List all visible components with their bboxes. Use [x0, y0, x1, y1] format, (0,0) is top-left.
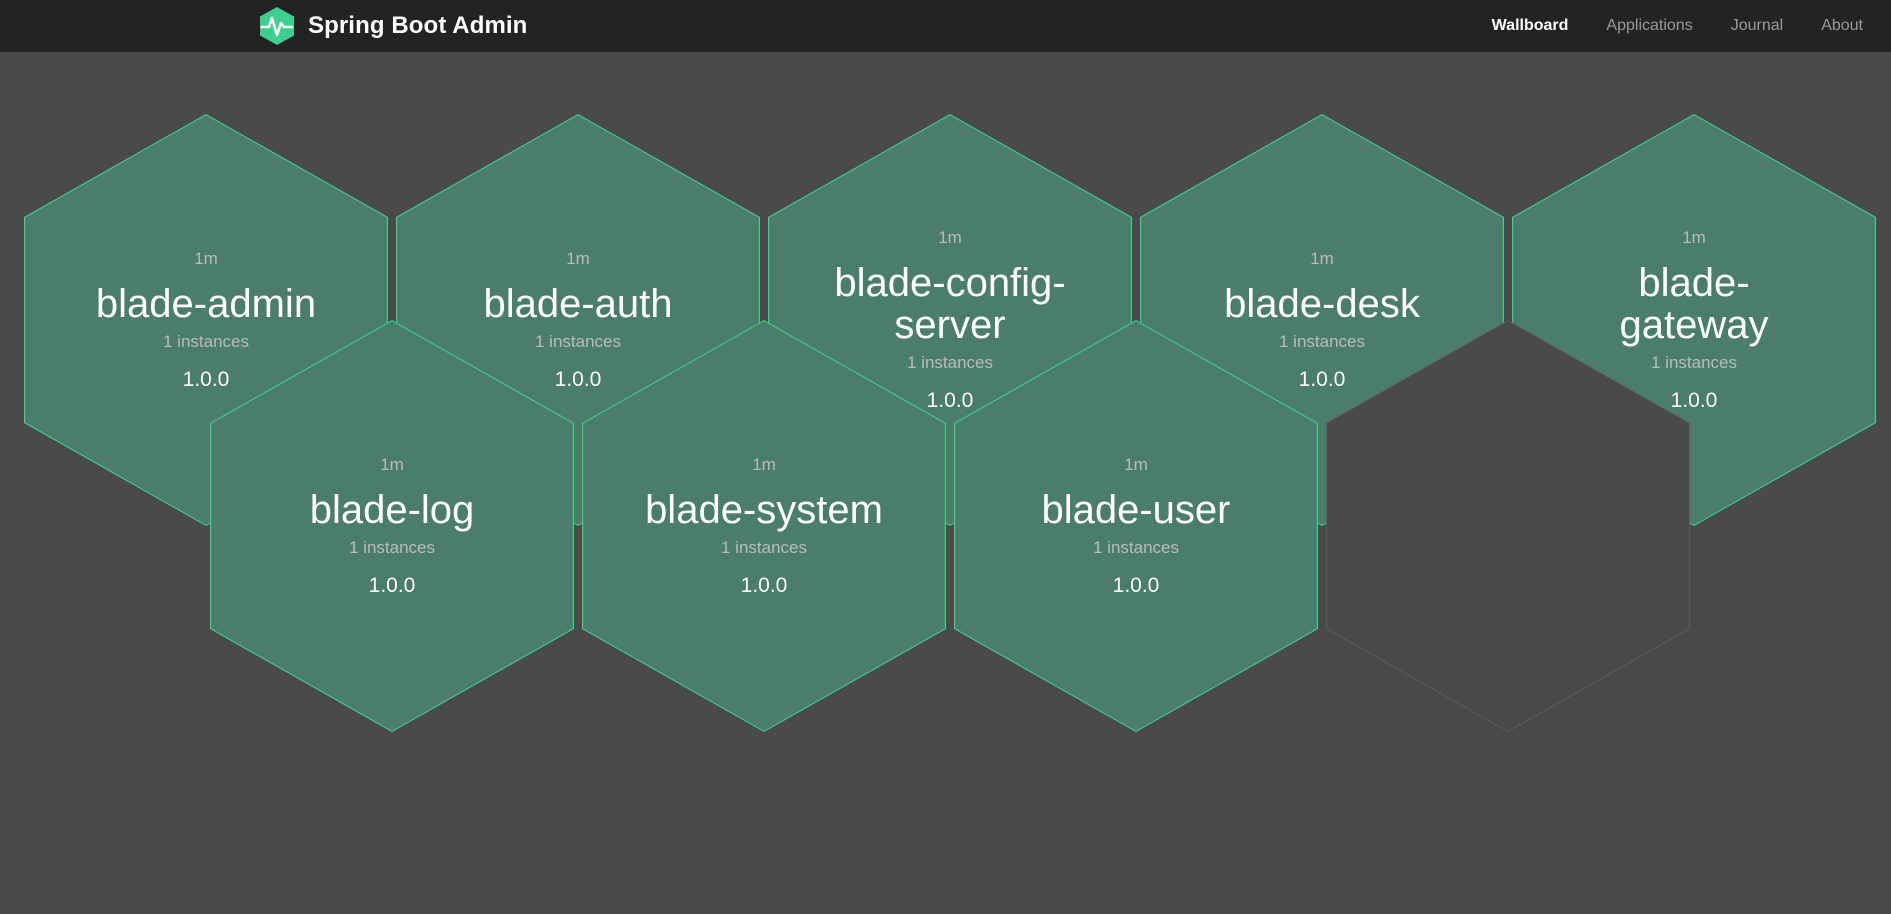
application-version: 1.0.0	[926, 389, 974, 413]
application-name: blade-auth	[483, 281, 673, 326]
application-name: blade-desk	[1224, 281, 1420, 326]
status-age: 1m	[1124, 454, 1148, 474]
application-version: 1.0.0	[1112, 574, 1160, 598]
application-version: 1.0.0	[554, 368, 602, 392]
empty-hexagon-placeholder	[1326, 320, 1690, 732]
instance-count: 1 instances	[1093, 537, 1179, 557]
status-age: 1m	[380, 454, 404, 474]
application-version: 1.0.0	[740, 574, 788, 598]
nav-link-about[interactable]: About	[1821, 17, 1863, 34]
nav-link-applications[interactable]: Applications	[1606, 17, 1693, 34]
application-version: 1.0.0	[1670, 389, 1718, 413]
nav-link-journal[interactable]: Journal	[1730, 17, 1784, 34]
status-age: 1m	[566, 248, 590, 268]
instance-count: 1 instances	[721, 537, 807, 557]
status-age: 1m	[752, 454, 776, 474]
instance-count: 1 instances	[535, 331, 621, 351]
application-hexagon-blade-gateway[interactable]: 1m blade-gateway 1 instances 1.0.0	[1512, 114, 1876, 526]
nav-link-wallboard[interactable]: Wallboard	[1491, 17, 1569, 34]
application-version: 1.0.0	[182, 368, 230, 392]
top-navbar: Spring Boot Admin Wallboard Applications…	[0, 0, 1891, 52]
hexagon-content: 1m blade-admin 1 instances 1.0.0	[25, 115, 387, 525]
hexagon-content	[1327, 321, 1689, 731]
application-hexagon-blade-system[interactable]: 1m blade-system 1 instances 1.0.0	[582, 320, 946, 732]
instance-count: 1 instances	[1279, 331, 1365, 351]
application-name: blade-user	[1041, 487, 1231, 532]
application-version: 1.0.0	[368, 574, 416, 598]
status-age: 1m	[938, 227, 962, 247]
brand-home-link[interactable]: Spring Boot Admin	[258, 6, 527, 46]
wallboard-grid: 1m blade-admin 1 instances 1.0.0 1m blad…	[0, 52, 1891, 914]
application-hexagon-blade-log[interactable]: 1m blade-log 1 instances 1.0.0	[210, 320, 574, 732]
brand-title: Spring Boot Admin	[308, 12, 528, 39]
application-name: blade-gateway	[1619, 260, 1769, 347]
instance-count: 1 instances	[907, 352, 993, 372]
instance-count: 1 instances	[349, 537, 435, 557]
application-version: 1.0.0	[1298, 368, 1346, 392]
wallboard-row: 1m blade-log 1 instances 1.0.0 1m blade-…	[210, 320, 1698, 732]
application-hexagon-blade-user[interactable]: 1m blade-user 1 instances 1.0.0	[954, 320, 1318, 732]
status-age: 1m	[1682, 227, 1706, 247]
application-name: blade-config-server	[834, 260, 1066, 347]
hexagon-content: 1m blade-system 1 instances 1.0.0	[583, 321, 945, 731]
heartbeat-hexagon-logo-icon	[258, 6, 296, 46]
instance-count: 1 instances	[1651, 352, 1737, 372]
instance-count: 1 instances	[163, 331, 249, 351]
application-name: blade-admin	[95, 281, 317, 326]
hexagon-content: 1m blade-log 1 instances 1.0.0	[211, 321, 573, 731]
status-age: 1m	[194, 248, 218, 268]
hexagon-content: 1m blade-user 1 instances 1.0.0	[955, 321, 1317, 731]
main-navigation: Wallboard Applications Journal About	[1492, 17, 1863, 35]
status-age: 1m	[1310, 248, 1334, 268]
application-name: blade-log	[309, 487, 475, 532]
application-name: blade-system	[645, 487, 883, 532]
